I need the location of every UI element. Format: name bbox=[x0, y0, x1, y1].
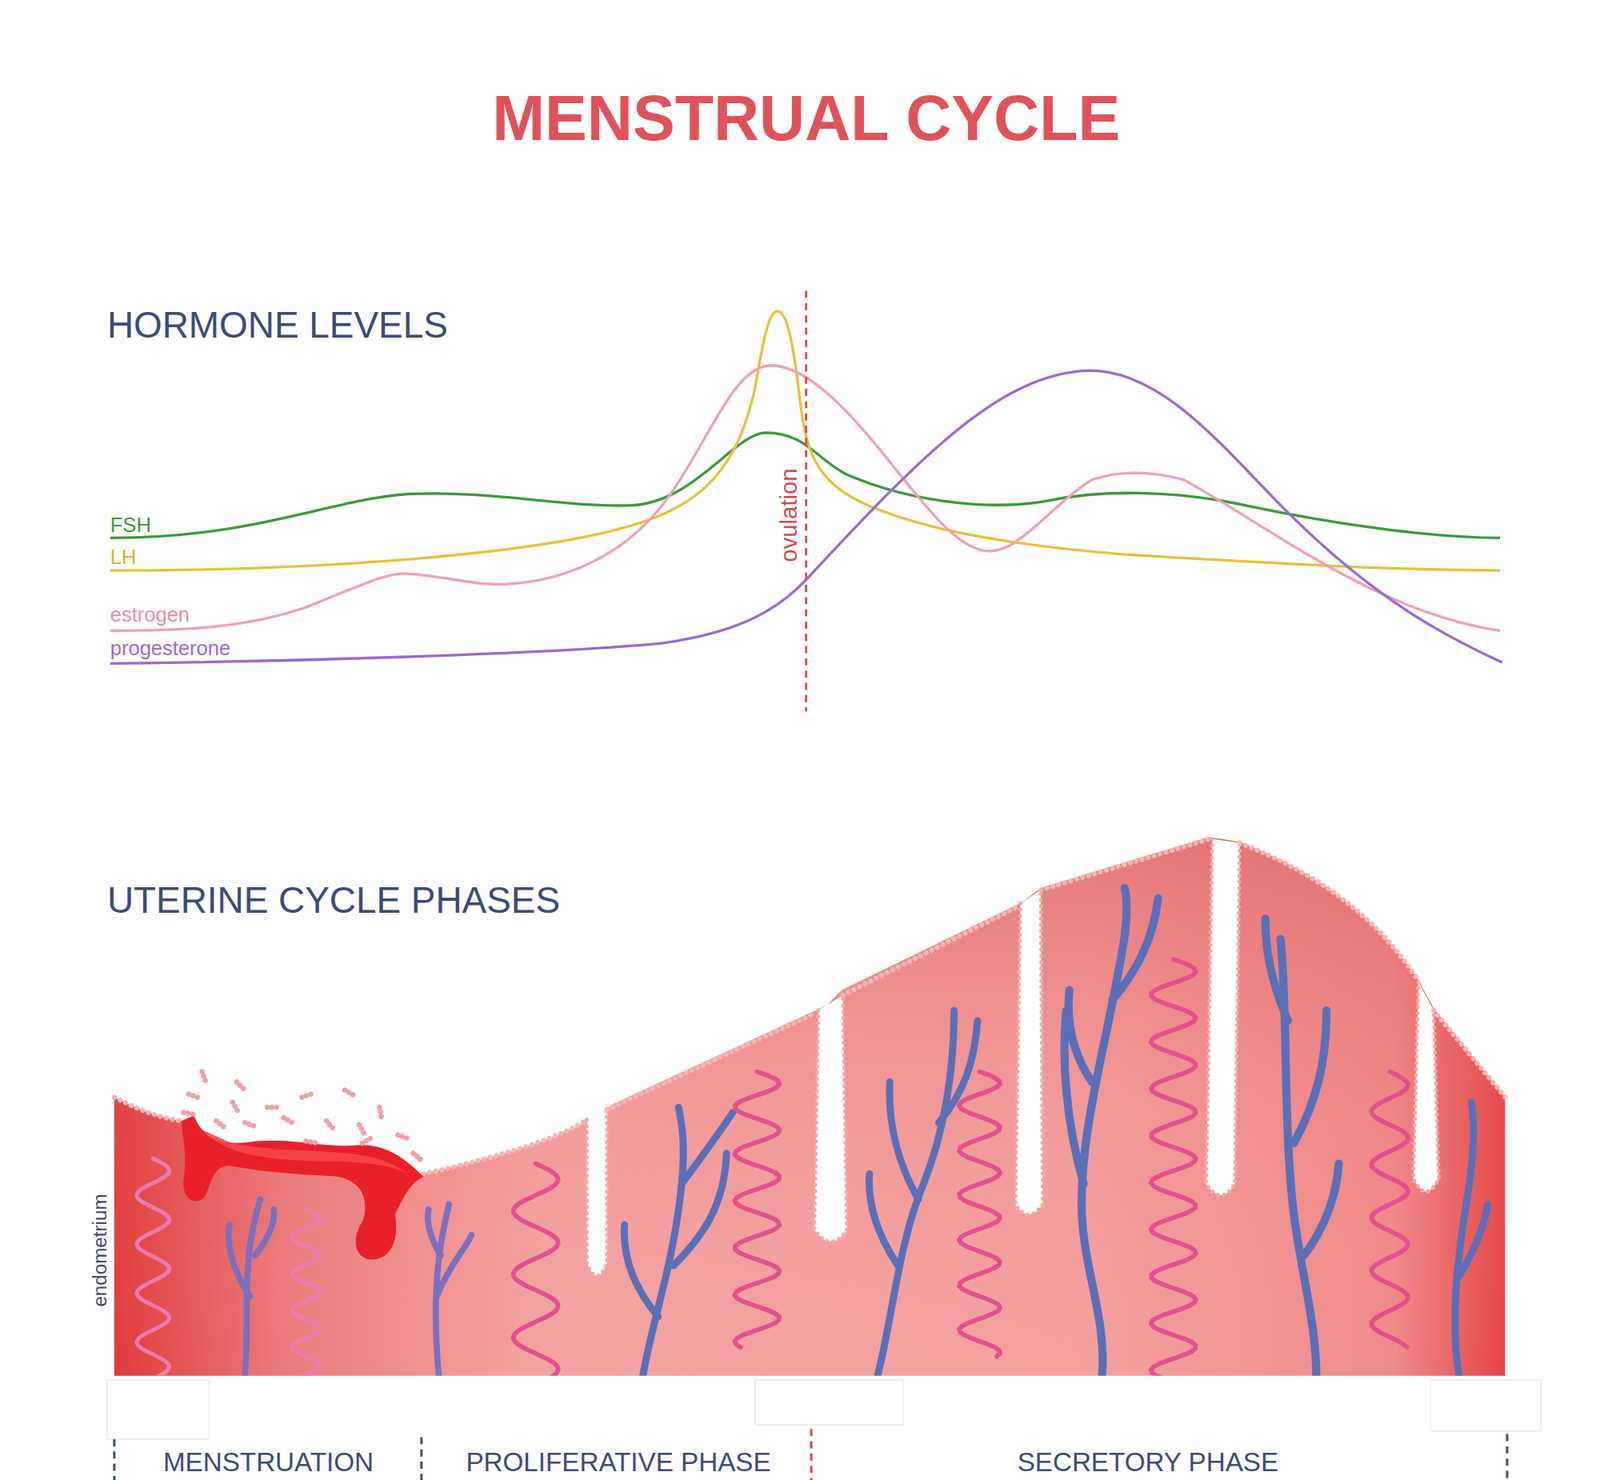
tissue-fragment bbox=[303, 1138, 319, 1147]
hormone-label: estrogen bbox=[110, 603, 190, 626]
spiral-artery bbox=[513, 1163, 559, 1387]
spiral-artery bbox=[959, 1072, 1000, 1357]
phase-dividers bbox=[114, 1428, 1508, 1480]
tissue-fragment bbox=[358, 1135, 374, 1148]
phase-label: SECRETORY PHASE bbox=[1017, 1448, 1279, 1478]
fsh-curve bbox=[110, 432, 1500, 538]
tissue-fragment bbox=[409, 1149, 424, 1164]
tissue-fragment bbox=[264, 1104, 280, 1111]
section-heading: HORMONE LEVELS bbox=[107, 304, 448, 344]
tissue-fragment bbox=[394, 1132, 410, 1142]
spiral-artery bbox=[734, 1072, 780, 1348]
tissue-fragment bbox=[341, 1086, 357, 1099]
spiral-artery bbox=[1371, 1072, 1408, 1348]
tissue-fragment bbox=[355, 1120, 368, 1136]
diagram-title: MENSTRUAL CYCLE bbox=[492, 82, 1120, 152]
tissue-fragment bbox=[298, 1090, 314, 1100]
hormone-label: LH bbox=[110, 545, 137, 568]
spiral-artery bbox=[1151, 959, 1196, 1388]
tissue-fragment bbox=[228, 1098, 241, 1114]
tissue-fragment bbox=[376, 1104, 385, 1120]
veins bbox=[228, 888, 1488, 1376]
hormone-label: FSH bbox=[110, 513, 152, 536]
blank-boxes bbox=[107, 1380, 1541, 1440]
tissue-fragment bbox=[185, 1090, 201, 1100]
hormone-label: progesterone bbox=[110, 636, 231, 660]
ovulation-line bbox=[804, 291, 808, 712]
ovulation-label: ovulation bbox=[776, 465, 802, 564]
tissue-label: endometrium bbox=[89, 1193, 112, 1307]
spiral-artery bbox=[292, 1209, 321, 1388]
tissue-fragment bbox=[241, 1119, 257, 1129]
tissue-fragment bbox=[280, 1114, 296, 1127]
tissue-fragment bbox=[180, 1109, 196, 1118]
tissue-fragments bbox=[180, 1068, 424, 1163]
phase-label: PROLIFERATIVE PHASE bbox=[465, 1448, 771, 1478]
spiral-artery bbox=[136, 1158, 170, 1388]
menstrual-blood bbox=[181, 1116, 424, 1260]
tissue-fragment bbox=[198, 1068, 208, 1084]
tissue-fragment bbox=[232, 1078, 247, 1093]
phase-label: MENSTRUATION bbox=[163, 1448, 374, 1478]
section-heading: UTERINE CYCLE PHASES bbox=[107, 880, 560, 920]
tissue-fragment bbox=[212, 1116, 228, 1131]
blood-highlight bbox=[204, 1132, 408, 1174]
tissue-fragment bbox=[322, 1116, 336, 1132]
